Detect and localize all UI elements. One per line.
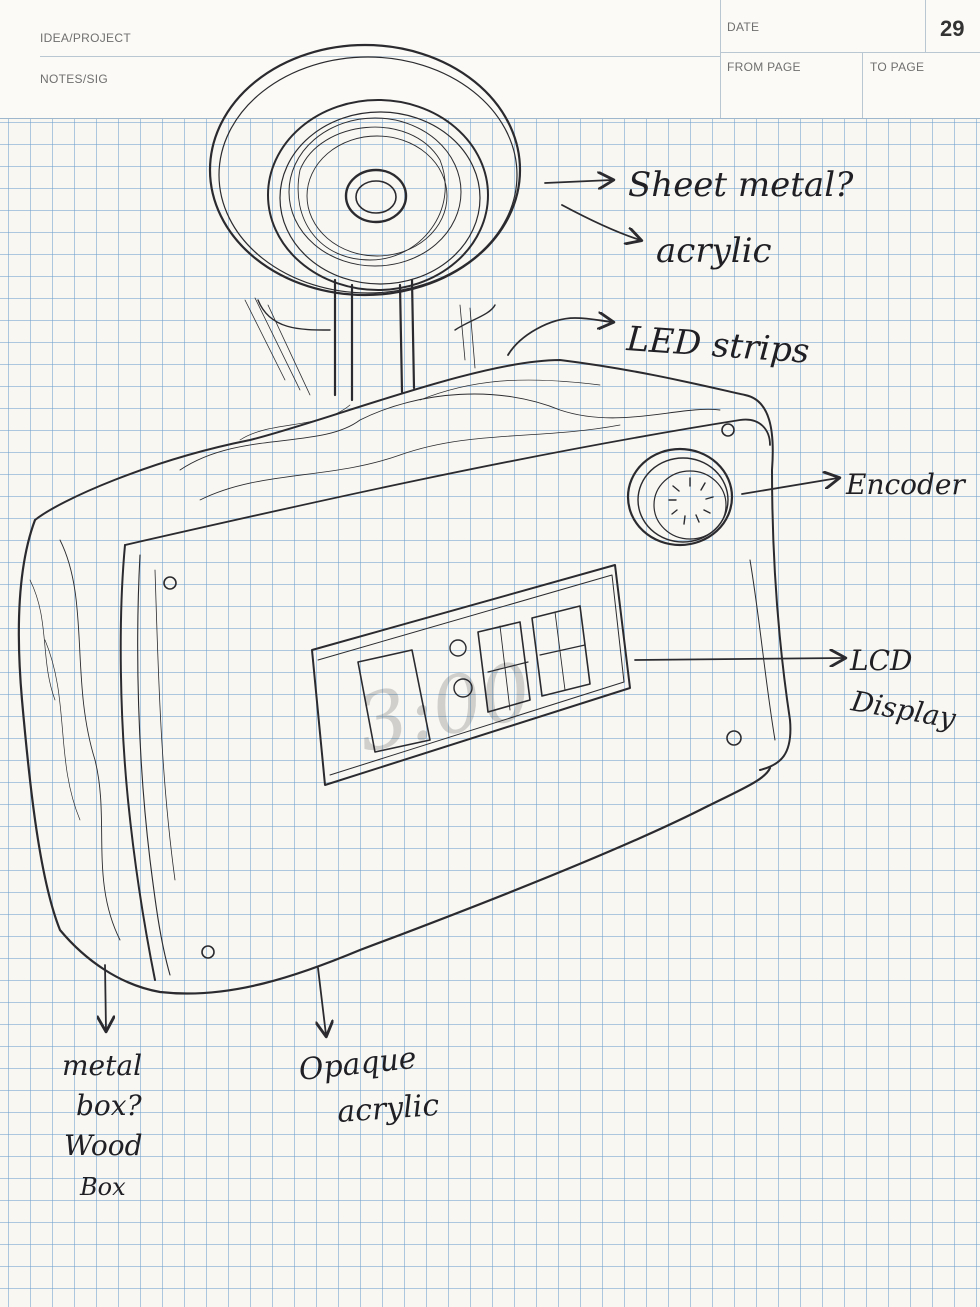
note-encoder: Encoder (845, 468, 967, 501)
notes-sig-label: NOTES/SIG (40, 72, 109, 86)
lcd-display: 3:00 (311, 564, 631, 786)
note-lcd-line2: Display (848, 684, 959, 735)
ring-lamp (208, 43, 522, 297)
date-label: DATE (727, 20, 760, 34)
date-row-divider (720, 52, 980, 53)
screw-hole-top-right (721, 423, 735, 437)
lcd-digits: 3:00 (349, 646, 539, 770)
note-metal-box-line1: metal (62, 1049, 142, 1082)
arrow-encoder (741, 478, 838, 495)
arrow-led-strips (507, 318, 612, 356)
screw-hole-top-left (163, 576, 177, 590)
arrow-metal-box (105, 964, 106, 1030)
note-led-strips: LED strips (624, 319, 810, 372)
note-opaque-acrylic-line2: acrylic (336, 1088, 440, 1130)
device-box (17, 359, 792, 995)
note-acrylic-top: acrylic (656, 231, 772, 271)
to-page-label: TO PAGE (870, 60, 925, 74)
page-header: IDEA/PROJECT NOTES/SIG DATE 29 FROM PAGE… (0, 0, 980, 119)
arrow-sheet-metal (544, 180, 612, 183)
annotation-arrows (105, 180, 844, 1035)
arrow-acrylic-top (561, 204, 640, 240)
note-wood-box-line1: Wood (64, 1129, 143, 1162)
arrow-lcd-display (634, 658, 844, 660)
note-opaque-acrylic-line1: Opaque (297, 1041, 418, 1088)
header-divider (40, 56, 720, 57)
date-column-divider (720, 0, 721, 118)
encoder-knob (626, 447, 734, 547)
arrow-opaque-acrylic (318, 967, 326, 1035)
screw-hole-bottom-right (726, 730, 742, 746)
lamp-support-post (244, 278, 496, 402)
note-lcd-line1: LCD (849, 644, 912, 677)
note-sheet-metal: Sheet metal? (628, 165, 854, 205)
to-page-divider (862, 52, 863, 118)
from-page-label: FROM PAGE (727, 60, 801, 74)
page-number: 29 (940, 16, 965, 41)
note-wood-box-line2: Box (79, 1173, 126, 1201)
note-metal-box-line2: box? (76, 1089, 143, 1122)
idea-project-label: IDEA/PROJECT (40, 31, 131, 45)
screw-hole-bottom-left (201, 945, 215, 959)
page-number-divider (925, 0, 926, 52)
